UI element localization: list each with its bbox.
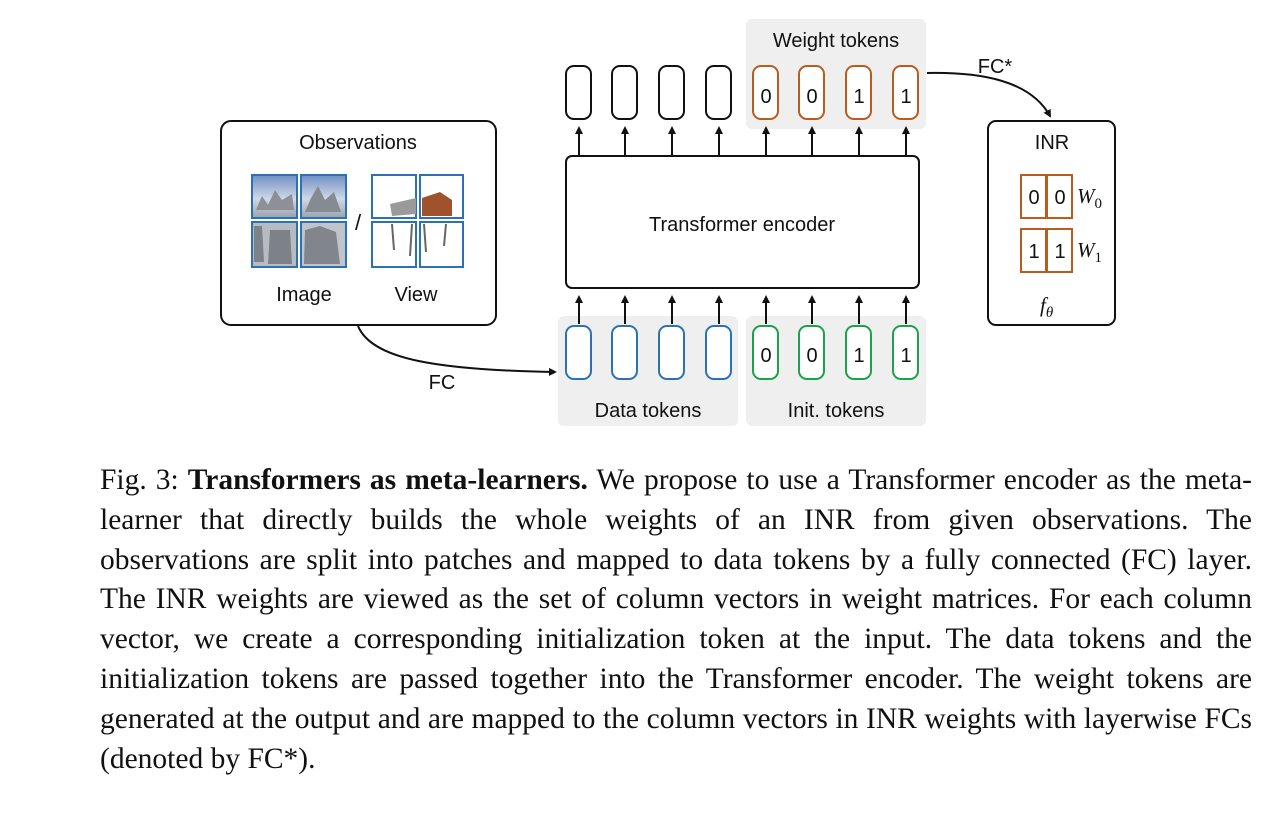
observations-box [220,120,497,326]
w1-value: 1 [1054,241,1065,263]
weight-tokens: 0 0 1 1 [752,65,919,120]
caption-text: We propose to use a Transformer encoder … [100,464,1252,775]
data-tokens-panel [558,316,738,426]
image-label: Image [276,284,332,306]
init-token-value: 1 [853,345,864,367]
data-token [611,325,638,380]
weight-token [798,65,825,120]
weight-tokens-label: Weight tokens [773,30,899,52]
fc-star-arrow [926,71,1051,118]
inr-title: INR [1035,132,1069,154]
init-token [845,325,872,380]
init-token [892,325,919,380]
init-token [798,325,825,380]
weight-token [845,65,872,120]
figure-caption: Fig. 3: Transformers as meta-learners. W… [100,461,1252,779]
observations-separator: / [355,210,362,235]
input-arrows [575,295,910,324]
output-token [705,65,732,120]
weight-token-value: 1 [900,86,911,108]
w0-label: W0 [1077,184,1102,212]
inr-box [987,120,1116,326]
init-tokens: 0 0 1 1 [752,325,919,380]
init-tokens-label: Init. tokens [788,400,885,422]
init-token [752,325,779,380]
fc-label: FC [429,372,456,394]
w0-value: 0 [1054,187,1065,209]
inr-weight-w1: 1 1 [1020,228,1073,273]
figure-diagram: Weight tokens Data tokens Init. tokens O… [220,19,1116,426]
view-patches [371,174,464,268]
observations-title: Observations [299,132,417,154]
weight-token-value: 1 [853,86,864,108]
data-token [565,325,592,380]
output-token [658,65,685,120]
weight-token [892,65,919,120]
data-token [658,325,685,380]
weight-token-value: 0 [760,86,771,108]
output-token [565,65,592,120]
caption-label: Fig. 3: [100,464,179,496]
init-token-value: 1 [900,345,911,367]
fc-star-label: FC* [978,56,1013,78]
w1-value: 1 [1028,241,1039,263]
weight-tokens-panel [746,19,926,129]
inr-weight-w0: 0 0 [1020,174,1073,219]
caption-title: Transformers as meta-learners. [187,464,588,496]
init-token-value: 0 [806,345,817,367]
w0-value: 0 [1028,187,1039,209]
f-theta-label: fθ [1040,293,1054,321]
image-patches [251,174,347,268]
transformer-encoder-label: Transformer encoder [649,214,835,236]
output-arrows [575,126,910,155]
weight-token-value: 0 [806,86,817,108]
output-tokens [565,65,732,120]
weight-token [752,65,779,120]
data-tokens-label: Data tokens [595,400,702,422]
data-tokens [565,325,732,380]
init-tokens-panel [746,316,926,426]
view-label: View [395,284,439,306]
data-token [705,325,732,380]
fc-arrow [357,325,557,376]
w1-label: W1 [1077,238,1102,266]
transformer-encoder-box [565,155,920,289]
init-token-value: 0 [760,345,771,367]
output-token [611,65,638,120]
